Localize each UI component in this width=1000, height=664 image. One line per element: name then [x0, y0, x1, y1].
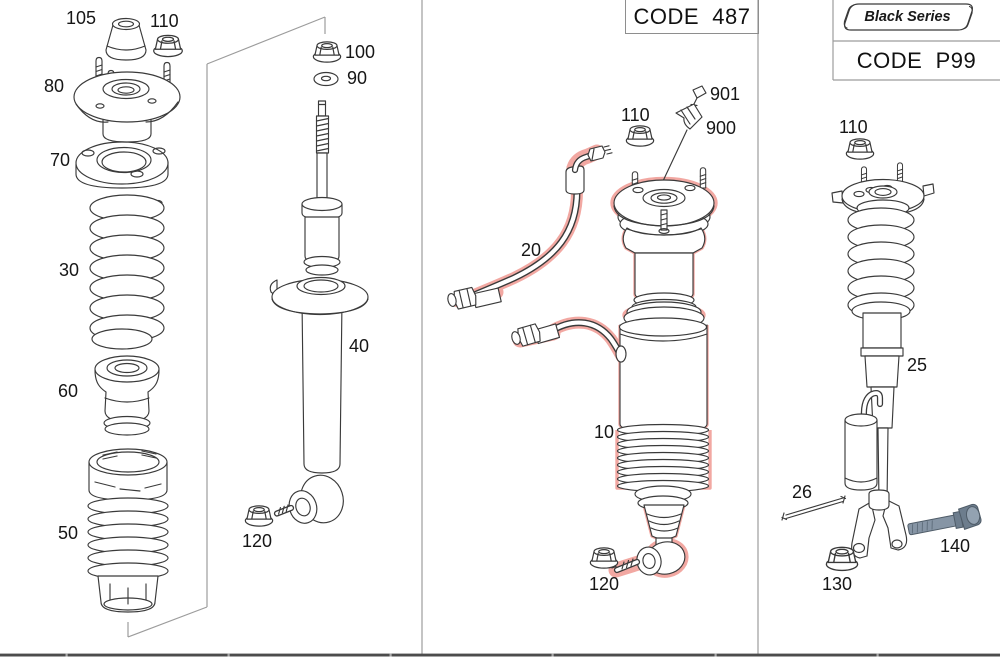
callout-20[interactable]: 20 — [521, 240, 542, 260]
callout-110-left[interactable]: 110 — [150, 11, 179, 31]
callout-90[interactable]: 90 — [347, 68, 368, 88]
part-901-valve-cap — [690, 85, 707, 107]
part-900-valve — [662, 103, 703, 182]
part-110-nut-left — [153, 34, 183, 58]
callout-40[interactable]: 40 — [349, 336, 370, 356]
callout-70[interactable]: 70 — [50, 150, 71, 170]
callout-25[interactable]: 25 — [907, 355, 928, 375]
part-120-nut-left — [244, 505, 274, 527]
part-140-bolt — [907, 503, 982, 536]
part-100-nut — [312, 41, 342, 63]
callout-130[interactable]: 130 — [822, 574, 853, 594]
code-487-box: CODE 487 — [625, 0, 759, 34]
callout-50[interactable]: 50 — [58, 523, 79, 543]
part-110-nut-right — [845, 138, 875, 160]
part-10-air-strut — [611, 167, 715, 576]
callout-110-right[interactable]: 110 — [839, 117, 868, 137]
callout-110-middle[interactable]: 110 — [621, 105, 650, 125]
part-60-buffer — [94, 355, 160, 436]
part-30-coil-spring — [89, 194, 165, 350]
part-120-nut-middle — [589, 547, 619, 569]
callout-100[interactable]: 100 — [345, 42, 376, 62]
callout-26[interactable]: 26 — [792, 482, 813, 502]
part-25-coilover-strut — [831, 162, 935, 559]
callout-120-left[interactable]: 120 — [242, 531, 273, 551]
part-50-dust-boot — [87, 448, 169, 613]
part-40-shock-absorber — [269, 100, 369, 524]
panel-dividers — [127, 0, 1000, 654]
black-series-label: Black Series — [864, 9, 951, 25]
callout-120-middle[interactable]: 120 — [589, 574, 620, 594]
part-26-strap — [781, 495, 847, 521]
callout-901[interactable]: 901 — [710, 84, 741, 104]
part-105-bump-stop — [105, 17, 147, 61]
part-70-spring-seat — [75, 141, 169, 189]
callout-60[interactable]: 60 — [58, 381, 79, 401]
black-series-badge — [843, 3, 973, 31]
part-110-nut-middle — [625, 125, 655, 147]
footer-table-border — [0, 653, 1000, 657]
callout-30[interactable]: 30 — [59, 260, 80, 280]
callout-10[interactable]: 10 — [594, 422, 615, 442]
part-130-nut — [825, 546, 859, 572]
callout-80[interactable]: 80 — [44, 76, 65, 96]
callout-140[interactable]: 140 — [940, 536, 971, 556]
callout-900[interactable]: 900 — [706, 118, 737, 138]
code-p99-box: CODE P99 — [856, 47, 977, 73]
part-90-washer — [313, 71, 339, 87]
part-80-top-mount — [73, 56, 181, 143]
callout-105[interactable]: 105 — [66, 8, 97, 28]
